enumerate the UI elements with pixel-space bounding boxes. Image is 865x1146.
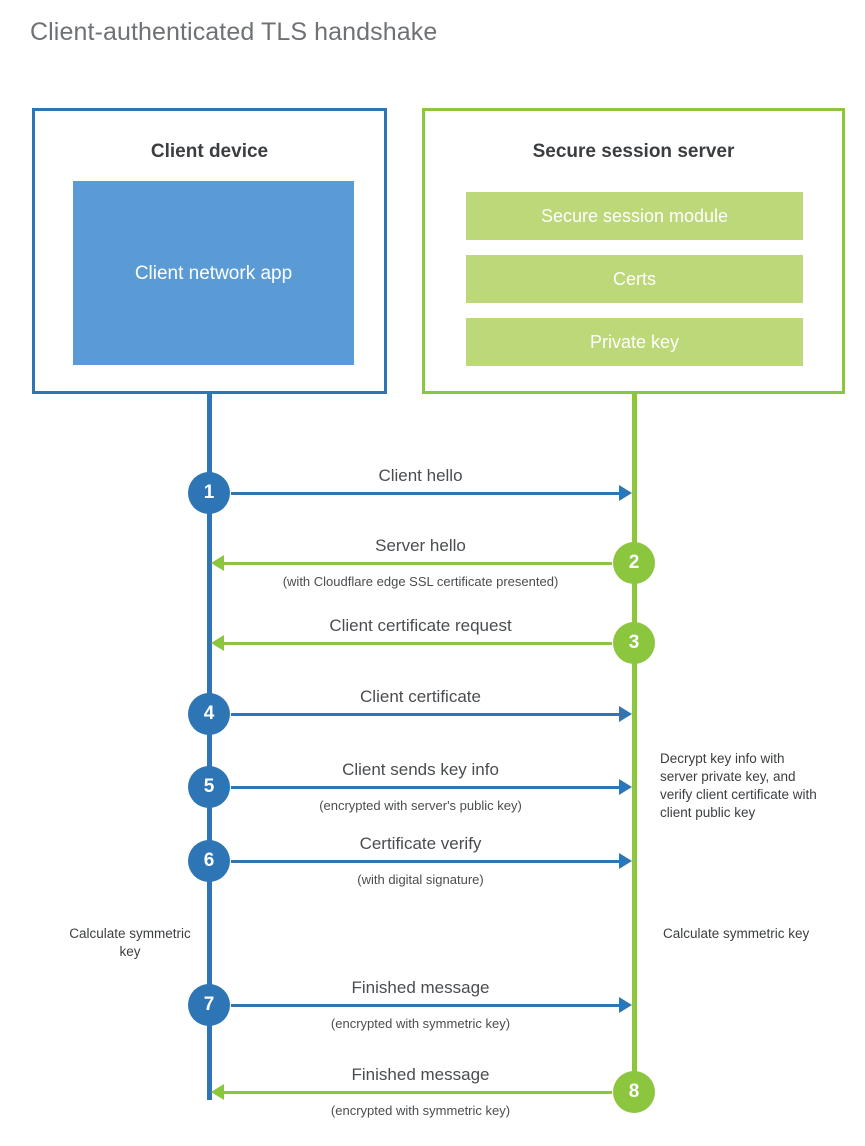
message-sublabel-8: (encrypted with symmetric key) <box>330 1103 511 1118</box>
arrow-head-3 <box>211 635 224 651</box>
message-label-3: Client certificate request <box>329 616 512 635</box>
step-circle-8[interactable]: 8 <box>613 1071 655 1113</box>
message-sublabel-5: (encrypted with server's public key) <box>319 798 522 813</box>
arrow-head-2 <box>211 555 224 571</box>
message-sublabel-6: (with digital signature) <box>357 872 484 887</box>
arrow-line-7 <box>231 1004 621 1007</box>
arrow-line-5 <box>231 786 621 789</box>
server-component-certs: Certs <box>466 255 803 303</box>
secure-session-server-title: Secure session server <box>532 141 735 162</box>
arrow-head-6 <box>619 853 632 869</box>
note-server-decrypt: Decrypt key info with server private key… <box>660 751 817 820</box>
arrow-head-1 <box>619 485 632 501</box>
message-label-4: Client certificate <box>360 687 481 706</box>
arrow-line-2 <box>222 562 612 565</box>
step-circle-1[interactable]: 1 <box>188 472 230 514</box>
step-circle-4[interactable]: 4 <box>188 693 230 735</box>
message-label-1: Client hello <box>378 466 463 485</box>
message-label-8: Finished message <box>351 1065 490 1084</box>
note-server-calculate-symmetric-key: Calculate symmetric key <box>663 926 810 941</box>
step-circle-6[interactable]: 6 <box>188 840 230 882</box>
message-label-5: Client sends key info <box>342 760 499 779</box>
arrow-head-4 <box>619 706 632 722</box>
message-label-2: Server hello <box>375 536 466 555</box>
message-sublabel-7: (encrypted with symmetric key) <box>330 1016 511 1031</box>
server-lifeline <box>632 394 637 1093</box>
arrow-head-8 <box>211 1084 224 1100</box>
step-circle-2[interactable]: 2 <box>613 542 655 584</box>
arrow-line-6 <box>231 860 621 863</box>
page-title: Client-authenticated TLS handshake <box>30 18 438 46</box>
step-circle-7[interactable]: 7 <box>188 984 230 1026</box>
arrow-line-1 <box>231 492 621 495</box>
arrow-head-7 <box>619 997 632 1013</box>
client-lifeline <box>207 394 212 1100</box>
step-circle-5[interactable]: 5 <box>188 766 230 808</box>
arrow-line-8 <box>222 1091 612 1094</box>
client-device-title: Client device <box>150 141 269 162</box>
server-component-private-key: Private key <box>466 318 803 366</box>
step-circle-3[interactable]: 3 <box>613 622 655 664</box>
arrow-line-3 <box>222 642 612 645</box>
client-device-box: Client device Client network app <box>32 108 387 394</box>
client-network-app-block: Client network app <box>73 181 354 365</box>
server-component-secure-session-module: Secure session module <box>466 192 803 240</box>
arrow-head-5 <box>619 779 632 795</box>
message-label-7: Finished message <box>351 978 490 997</box>
message-label-6: Certificate verify <box>359 834 482 853</box>
note-client-calculate-symmetric-key: Calculate symmetric key <box>69 926 191 959</box>
arrow-line-4 <box>231 713 621 716</box>
secure-session-server-box: Secure session server Secure session mod… <box>422 108 845 394</box>
message-sublabel-2: (with Cloudflare edge SSL certificate pr… <box>282 574 559 589</box>
